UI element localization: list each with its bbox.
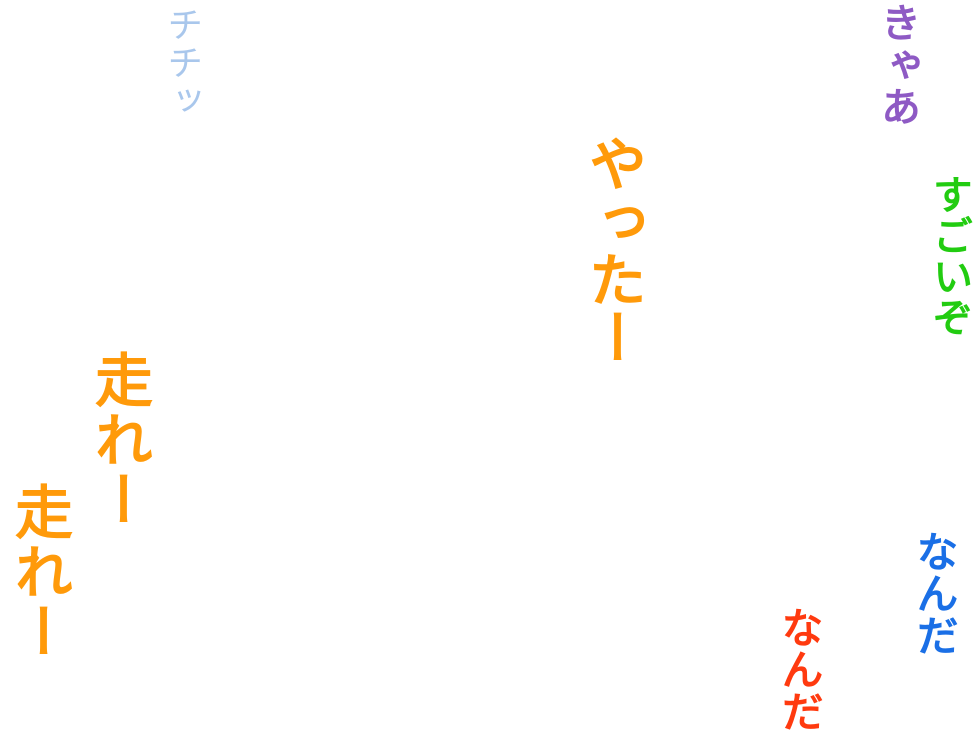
word-chichi: チチッ [161,6,202,120]
word-nanda-1: なんだ [910,530,959,656]
word-yatta: やったー [579,134,647,366]
word-sugoize: すごいぞ [926,174,972,338]
word-nanda-2: なんだ [775,606,824,732]
word-kyaa: きゃあ [874,2,920,128]
word-hashire-1: 走れー [85,350,153,530]
word-hashire-2: 走れー [5,482,73,662]
